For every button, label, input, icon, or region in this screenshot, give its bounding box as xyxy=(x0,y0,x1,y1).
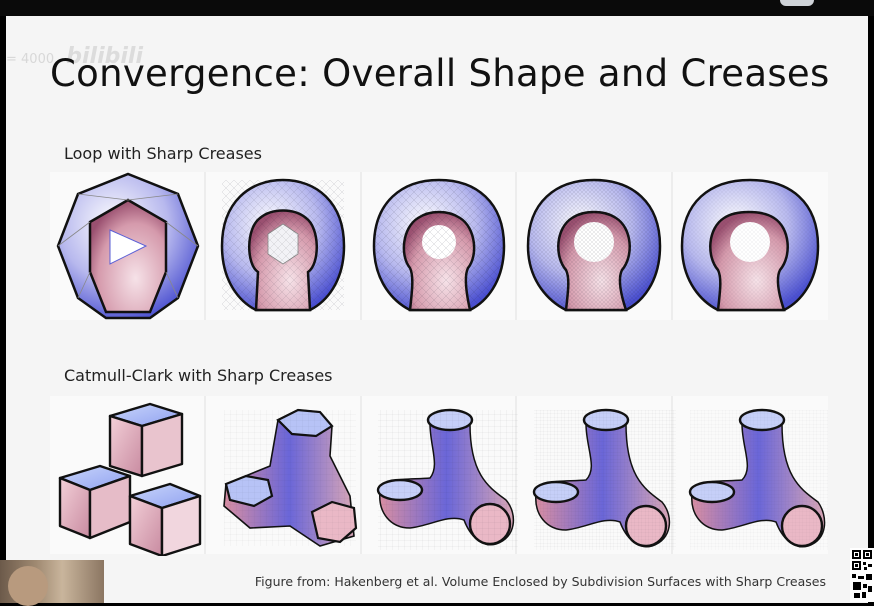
loop-level-2 xyxy=(372,178,506,312)
cc-level-4 xyxy=(688,408,828,550)
loop-level-1 xyxy=(220,178,346,312)
section-label-catmull-clark: Catmull-Clark with Sharp Creases xyxy=(64,366,333,385)
section-label-loop: Loop with Sharp Creases xyxy=(64,144,262,163)
video-watermark: = 4000 bilibili xyxy=(6,44,143,69)
loop-level-3 xyxy=(526,178,662,312)
cc-level-0 xyxy=(58,402,202,556)
cc-level-3 xyxy=(532,408,676,550)
catmull-clark-figure xyxy=(50,396,828,556)
presentation-slide: = 4000 bilibili Convergence: Overall Sha… xyxy=(6,16,868,603)
cc-level-2 xyxy=(376,408,518,550)
slide-title: Convergence: Overall Shape and Creases xyxy=(50,52,830,95)
loop-level-4 xyxy=(680,178,820,312)
window-top-bar xyxy=(0,0,874,16)
bilibili-logo: bilibili xyxy=(66,44,143,69)
loop-level-0 xyxy=(56,172,200,320)
qr-code-icon xyxy=(850,548,874,602)
watermark-text: = 4000 xyxy=(6,52,55,67)
figure-caption: Figure from: Hakenberg et al. Volume Enc… xyxy=(254,574,826,589)
top-indicator xyxy=(780,0,814,6)
loop-subdivision-figure xyxy=(50,172,828,320)
webcam-overlay xyxy=(0,560,104,606)
cc-level-1 xyxy=(223,408,358,547)
presenter-face xyxy=(8,566,48,606)
